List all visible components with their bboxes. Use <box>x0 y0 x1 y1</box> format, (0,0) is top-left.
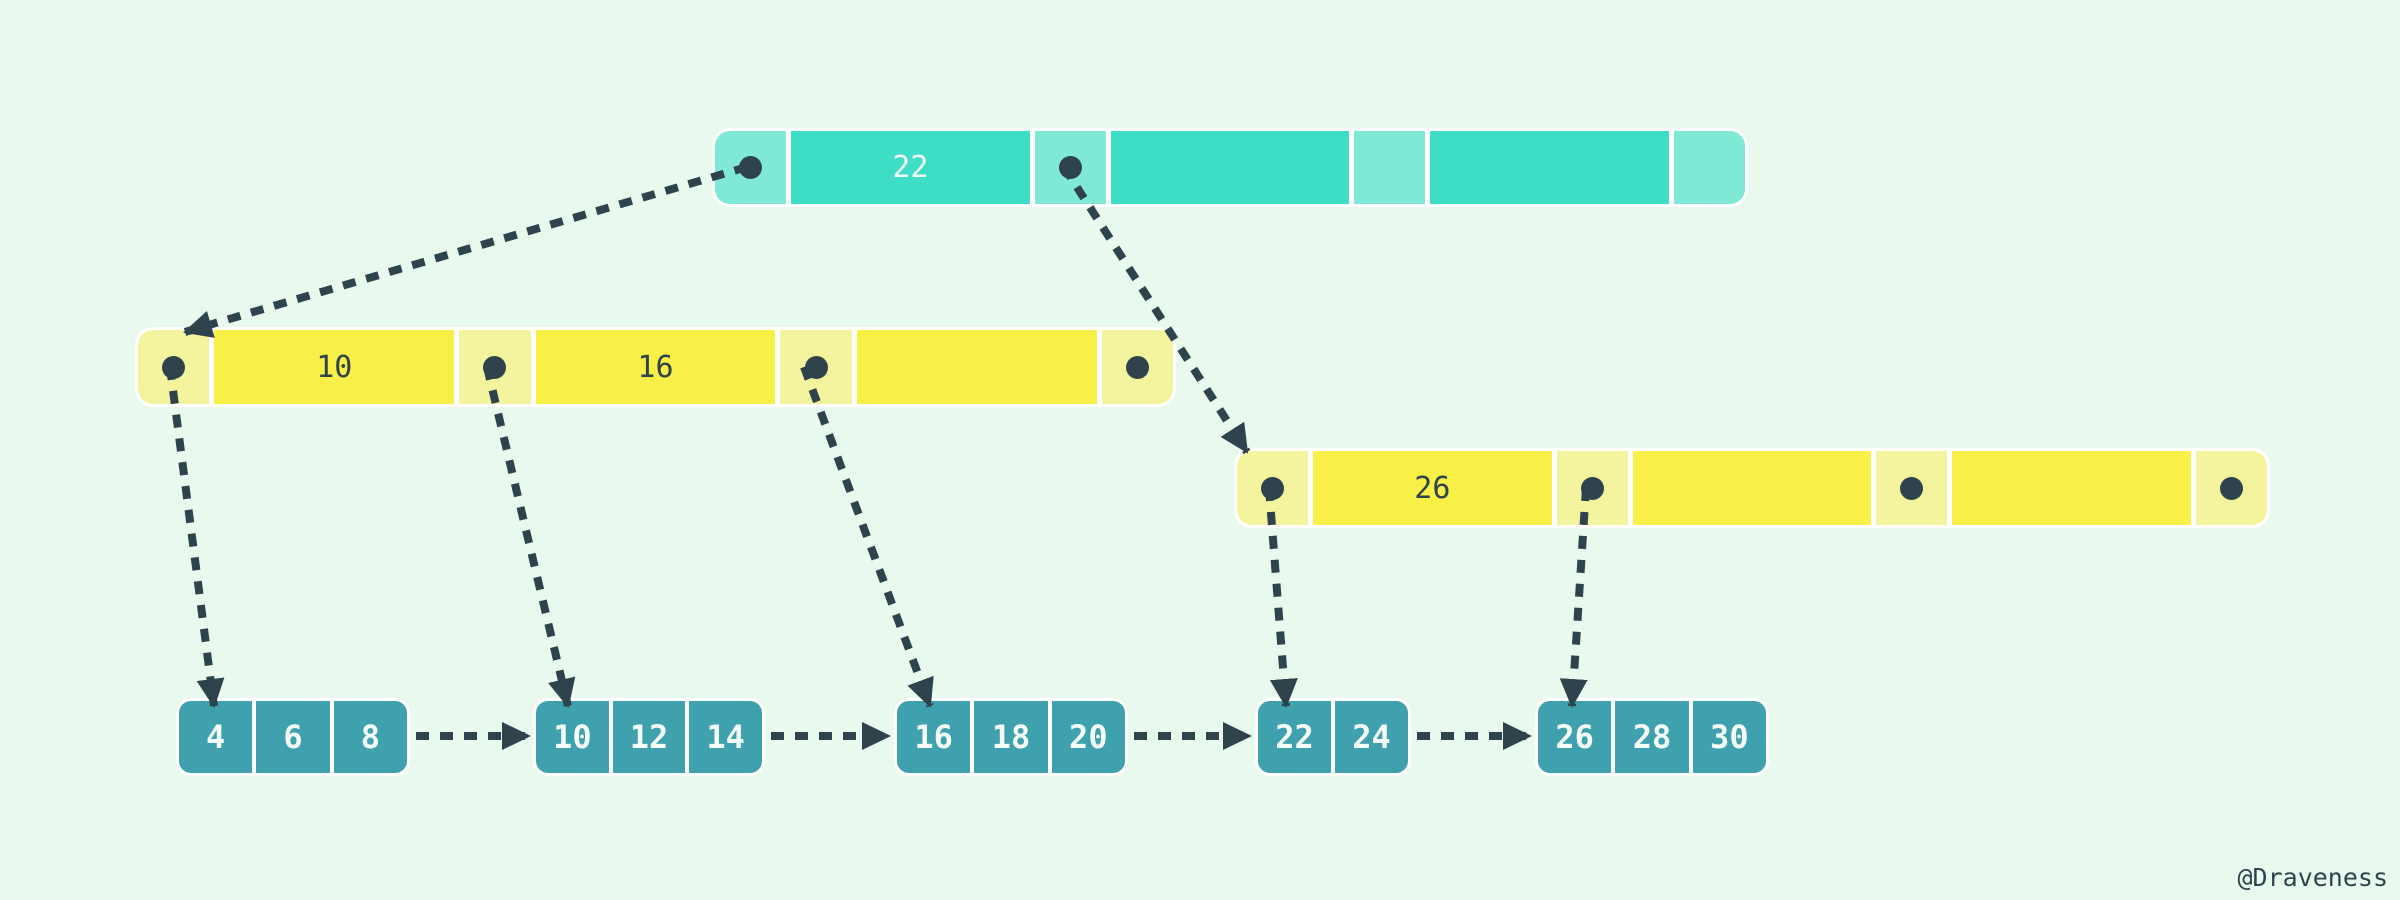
value-cell: 22 <box>1258 701 1331 773</box>
key-label: 10 <box>316 349 353 385</box>
btree-leaf-node-leaf-4: 22 24 <box>1255 698 1411 776</box>
value-cell: 20 <box>1051 701 1125 773</box>
value-label: 14 <box>706 718 745 756</box>
pointer-cell <box>2195 451 2267 525</box>
watermark: @Draveness <box>2237 863 2388 892</box>
tree-edge-root-to-internal-left <box>183 163 749 338</box>
value-label: 26 <box>1555 718 1594 756</box>
value-cell: 12 <box>612 701 686 773</box>
value-cell: 28 <box>1615 701 1689 773</box>
value-cell: 16 <box>897 701 971 773</box>
value-cell: 30 <box>1692 701 1766 773</box>
value-label: 16 <box>914 718 953 756</box>
key-cell <box>1110 131 1350 204</box>
btree-leaf-node-leaf-1: 4 6 8 <box>176 698 410 776</box>
tree-edge-internal-left-to-leaf-2 <box>483 366 576 708</box>
key-label: 26 <box>1414 470 1451 506</box>
pointer-dot <box>1261 476 1285 500</box>
key-cell: 22 <box>791 131 1030 204</box>
pointer-cell <box>459 330 531 404</box>
pointer-dot <box>804 355 828 379</box>
pointer-cell <box>1556 451 1628 525</box>
key-cell: 10 <box>214 330 455 404</box>
key-label: 16 <box>637 349 674 385</box>
pointer-dot <box>483 355 507 379</box>
btree-internal-node-root: 22 <box>712 128 1748 207</box>
btree-internal-node-internal-right: 26 <box>1234 448 2270 528</box>
btree-internal-node-internal-left: 10 16 <box>135 327 1176 407</box>
key-cell <box>1952 451 2191 525</box>
pointer-cell <box>1237 451 1309 525</box>
value-label: 10 <box>553 718 592 756</box>
pointer-cell <box>1354 131 1426 204</box>
value-cell: 14 <box>689 701 762 773</box>
value-label: 30 <box>1710 718 1749 756</box>
tree-edge-root-to-internal-right <box>1060 164 1251 455</box>
tree-edge-internal-left-to-leaf-1 <box>166 366 225 708</box>
value-label: 20 <box>1069 718 1108 756</box>
pointer-cell <box>1034 131 1106 204</box>
key-cell <box>1632 451 1872 525</box>
value-cell: 4 <box>179 701 253 773</box>
pointer-dot <box>739 156 763 179</box>
pointer-dot <box>1580 476 1604 500</box>
pointer-cell <box>1876 451 1948 525</box>
pointer-cell <box>1101 330 1173 404</box>
value-label: 6 <box>283 718 303 756</box>
pointer-cell <box>715 131 787 204</box>
value-cell: 8 <box>333 701 407 773</box>
pointer-dot <box>1125 355 1149 379</box>
value-label: 4 <box>206 718 226 756</box>
value-cell: 18 <box>974 701 1048 773</box>
value-label: 12 <box>629 718 669 756</box>
value-label: 18 <box>991 718 1031 756</box>
value-label: 24 <box>1352 718 1391 756</box>
value-label: 8 <box>360 718 380 756</box>
key-label: 22 <box>892 150 929 185</box>
pointer-dot <box>1900 476 1924 500</box>
value-cell: 26 <box>1538 701 1612 773</box>
pointer-cell <box>1673 131 1745 204</box>
key-cell <box>1430 131 1669 204</box>
value-cell: 24 <box>1335 701 1408 773</box>
value-cell: 10 <box>536 701 609 773</box>
key-cell <box>856 330 1097 404</box>
value-label: 22 <box>1275 718 1314 756</box>
pointer-dot <box>2219 476 2243 500</box>
pointer-dot <box>162 355 186 379</box>
value-cell: 6 <box>256 701 330 773</box>
pointer-dot <box>1058 156 1082 179</box>
btree-leaf-node-leaf-5: 26 28 30 <box>1535 698 1769 776</box>
btree-leaf-node-leaf-3: 16 18 20 <box>894 698 1128 776</box>
pointer-cell <box>780 330 852 404</box>
key-cell: 26 <box>1313 451 1552 525</box>
value-label: 28 <box>1632 718 1672 756</box>
tree-edge-internal-left-to-leaf-3 <box>800 365 934 708</box>
pointer-cell <box>138 330 210 404</box>
btree-leaf-node-leaf-2: 10 12 14 <box>533 698 765 776</box>
key-cell: 16 <box>535 330 776 404</box>
